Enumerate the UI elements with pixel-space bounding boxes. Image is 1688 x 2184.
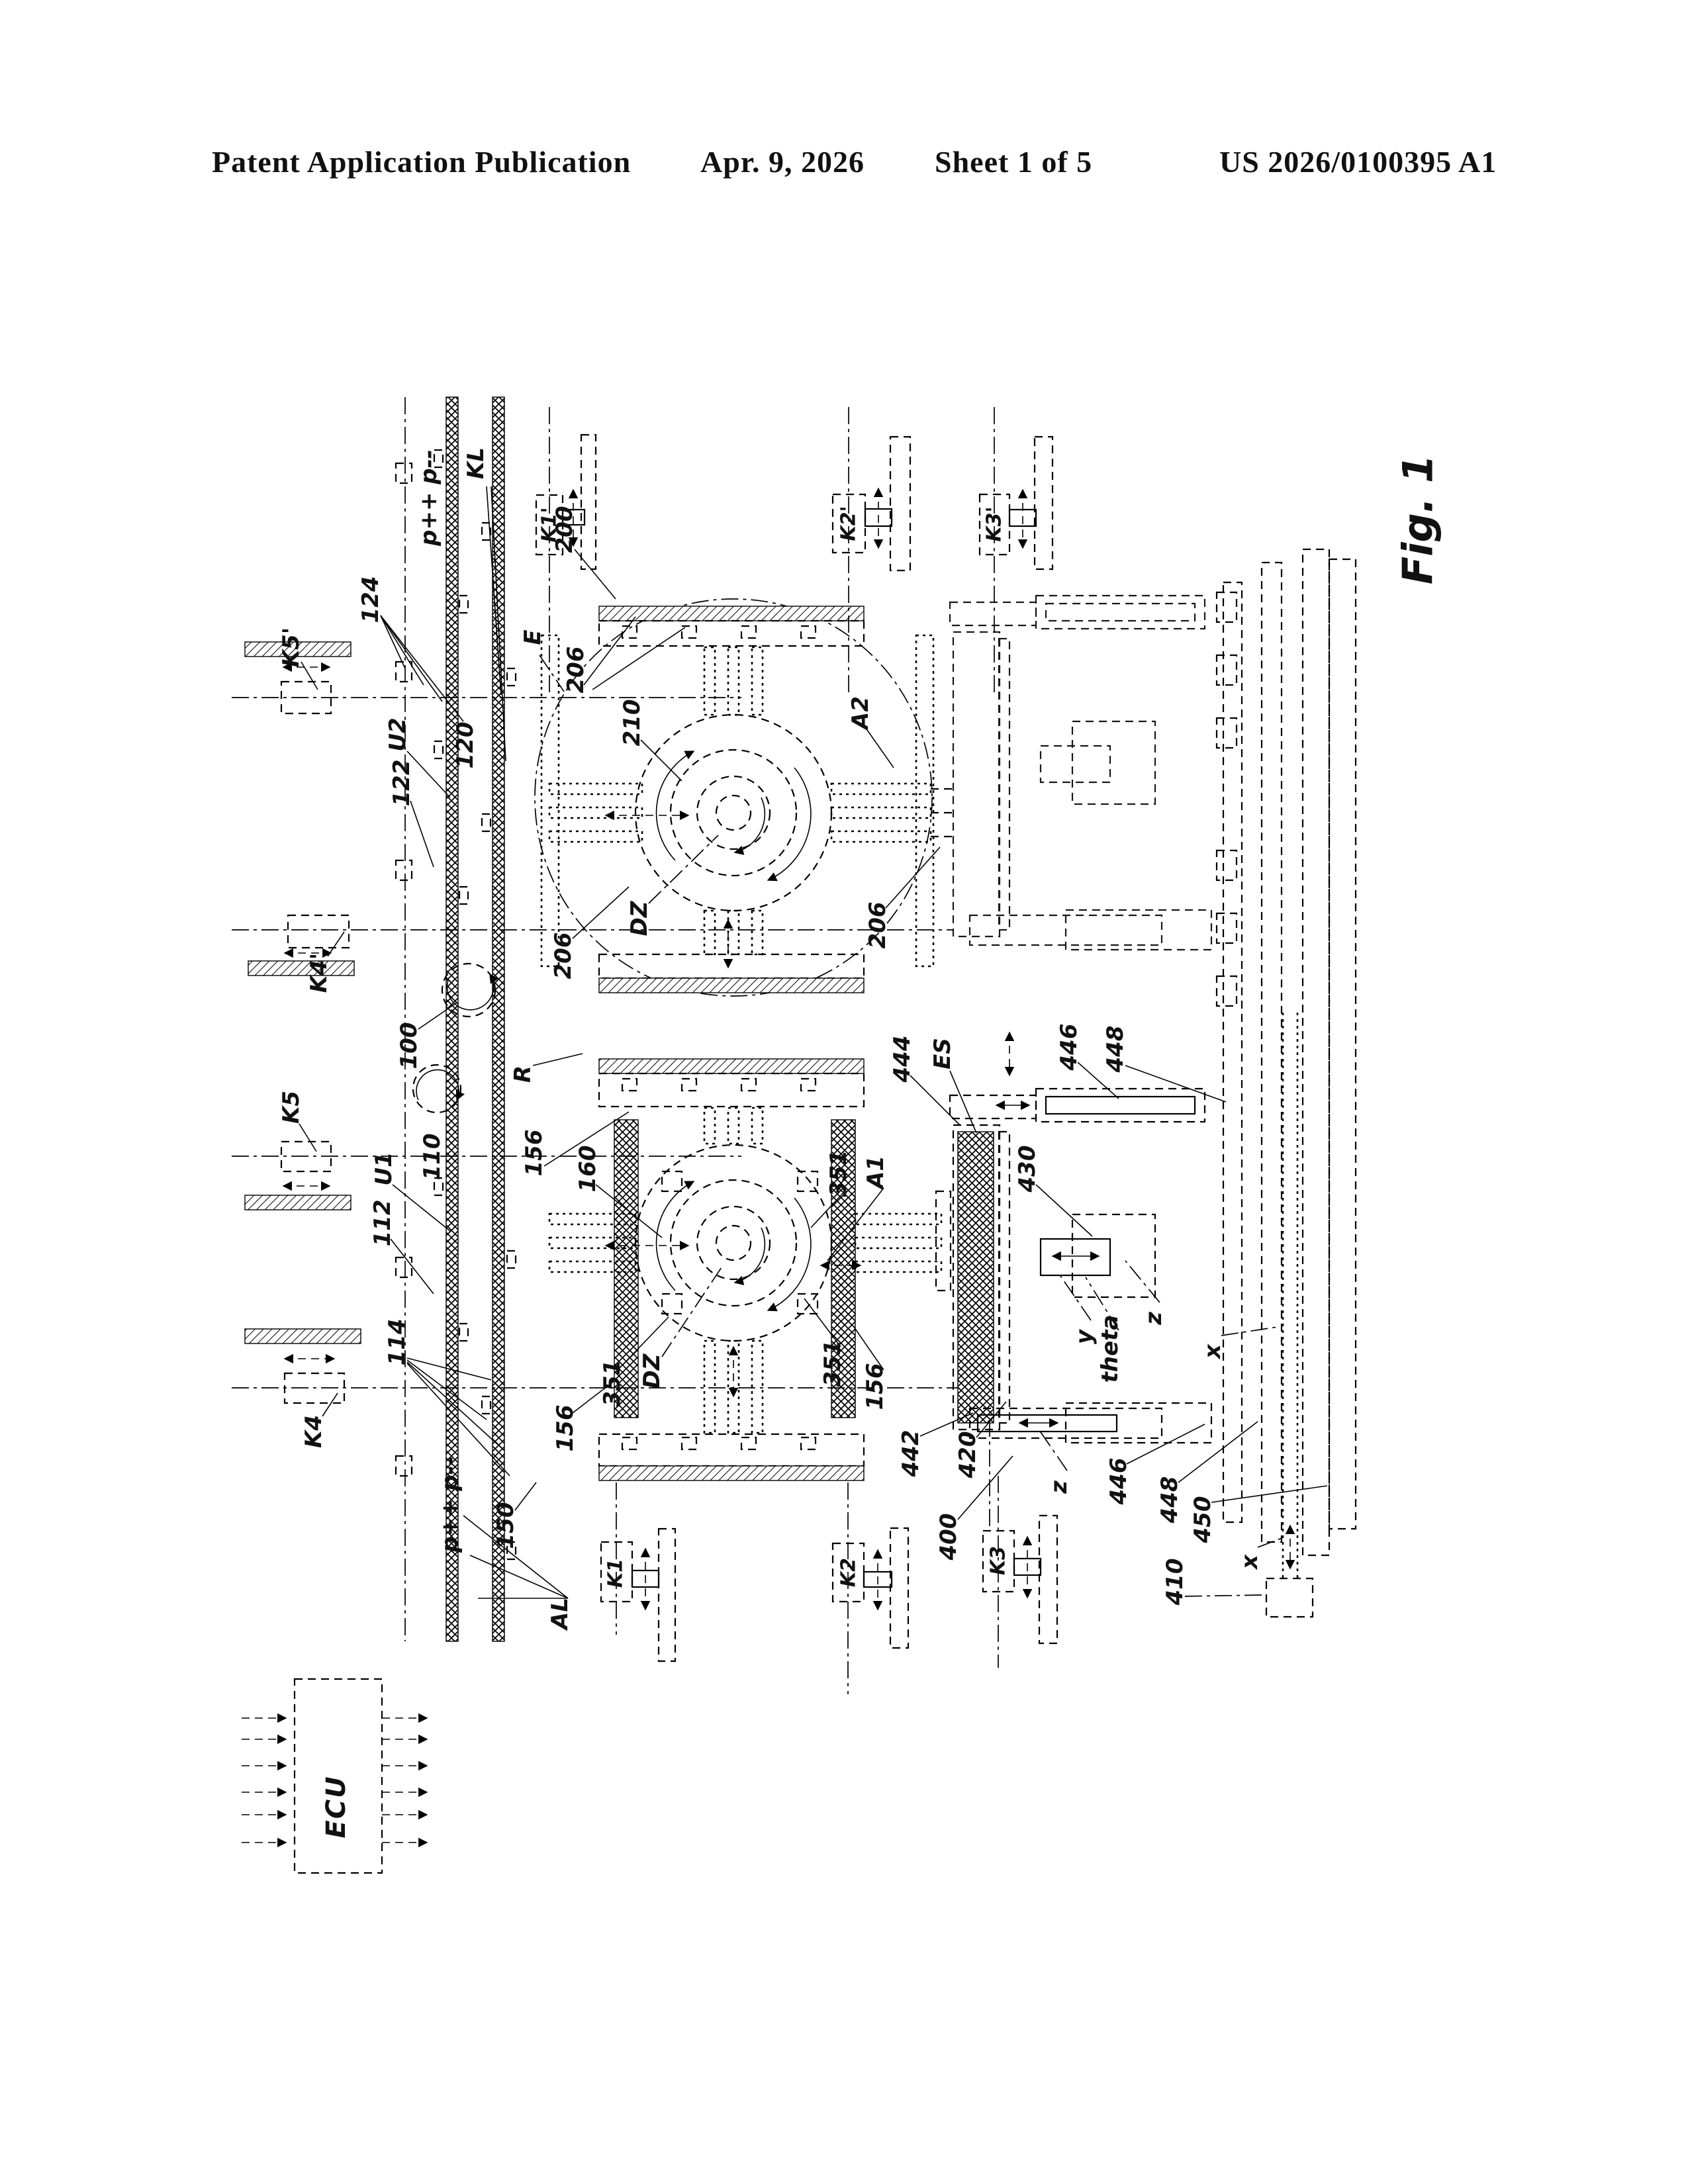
figure-label-160: 160: [575, 1145, 601, 1193]
figure-label-410: 410: [1162, 1558, 1188, 1606]
figure-label-442: 442: [898, 1430, 924, 1477]
figure-label-400: 400: [935, 1513, 962, 1561]
figure-label-u1: U1: [371, 1152, 397, 1186]
figure-label-351: 351: [825, 1150, 852, 1197]
figure-label-k2-: K2': [837, 506, 861, 541]
figure-label-114: 114: [384, 1318, 410, 1366]
figure-label-351: 351: [820, 1340, 846, 1387]
ecu-block: [242, 1678, 428, 1874]
figure-label-dz: DZ: [626, 901, 653, 936]
figure-label-al: AL: [547, 1598, 573, 1629]
header-sheet: Sheet 1 of 5: [935, 145, 1093, 179]
figure-label-k1: K1: [604, 1558, 628, 1588]
figure-label-theta: theta: [1097, 1314, 1123, 1383]
figure-label-p-p-: p++ p--: [416, 449, 442, 546]
figure-label-k3-: K3': [982, 506, 1006, 542]
figure-label-x: x: [1237, 1555, 1263, 1569]
figure-label-k4: K4: [301, 1414, 327, 1449]
header-date: Apr. 9, 2026: [700, 145, 865, 179]
figure-label-z: z: [1141, 1312, 1167, 1325]
figure-label-444: 444: [889, 1035, 915, 1083]
upper-machine: [534, 598, 953, 997]
figure-label-u2: U2: [385, 717, 411, 752]
figure-label-120: 120: [452, 721, 479, 769]
figure-label-y: y: [1071, 1329, 1098, 1345]
figure-label-k3: K3: [986, 1545, 1010, 1576]
figure-label-206: 206: [563, 646, 589, 694]
stage-assembly: [949, 548, 1357, 1618]
figure-label-dz: DZ: [639, 1353, 665, 1389]
figure-label-156: 156: [862, 1363, 888, 1410]
figure-label-156: 156: [521, 1129, 547, 1177]
figure-label-206: 206: [550, 932, 577, 979]
figure-label-450: 450: [1190, 1496, 1216, 1543]
lower-machine: [548, 1058, 952, 1481]
header-publication: Patent Application Publication: [212, 145, 632, 179]
figure-label-430: 430: [1014, 1145, 1041, 1193]
figure-label-100: 100: [396, 1022, 422, 1069]
figure-label-110: 110: [419, 1133, 445, 1181]
figure-label-r: R: [510, 1065, 536, 1083]
figure-label-e: E: [520, 629, 546, 645]
figure-label-351: 351: [599, 1359, 626, 1407]
figure-label-122: 122: [389, 759, 415, 807]
figure-label-124: 124: [357, 576, 384, 623]
figure-label-k2: K2: [837, 1557, 861, 1588]
figure-label-k1-: K1': [538, 507, 561, 543]
ecu-label: ECU: [321, 1775, 352, 1839]
header-number: US 2026/0100395 A1: [1219, 145, 1497, 179]
figure-label-es: ES: [929, 1038, 956, 1069]
figure-label-420: 420: [955, 1431, 981, 1479]
figure-label-k5: K5: [278, 1090, 305, 1124]
figure-label-448: 448: [1156, 1476, 1183, 1524]
figure-label-210: 210: [619, 699, 645, 747]
figure-label-z: z: [1046, 1480, 1072, 1494]
figure-label-kl: KL: [463, 447, 489, 480]
figure-label-x: x: [1199, 1344, 1226, 1359]
figure-label-p-p-: p++ p--: [437, 1456, 463, 1553]
figure-label-a2: A2: [847, 696, 874, 729]
figure-label-k4-: K4': [306, 952, 332, 993]
belt-rail: [395, 396, 517, 1642]
sensor-units: [232, 407, 1058, 1694]
figure-label-a1: A1: [863, 1156, 889, 1189]
leader-lines: [299, 486, 1328, 1599]
stage-assembly-phantom: [949, 594, 1213, 951]
figure-label-206: 206: [865, 901, 891, 949]
figure-label-448: 448: [1102, 1025, 1129, 1073]
figure-label-156: 156: [552, 1404, 579, 1452]
figure-label-k5-: K5': [278, 627, 305, 668]
figure-label-150: 150: [492, 1502, 519, 1549]
figure-label-112: 112: [369, 1199, 396, 1247]
figure-label-446: 446: [1056, 1023, 1082, 1071]
figure-caption: Fig. 1: [1393, 454, 1442, 585]
figure-label-446: 446: [1105, 1457, 1132, 1505]
